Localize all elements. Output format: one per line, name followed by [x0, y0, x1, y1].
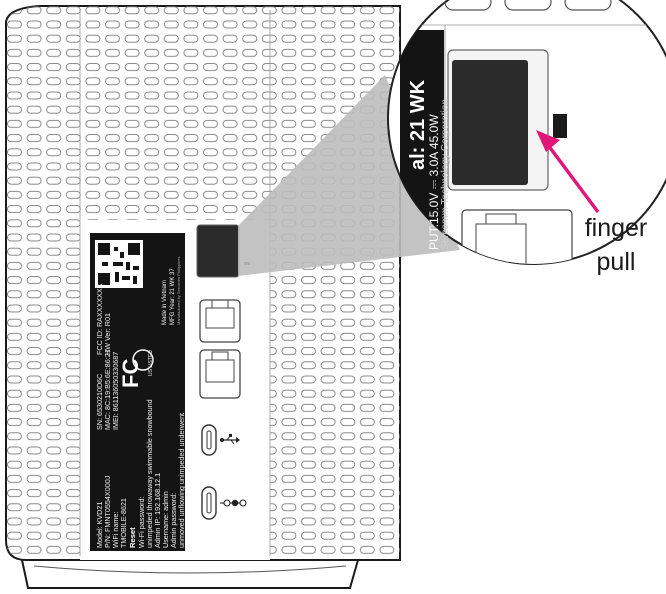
usb-icon	[220, 434, 240, 445]
ul-listed-text: US LISTED	[148, 350, 154, 376]
power-port[interactable]	[201, 486, 217, 520]
sim-slot[interactable]	[196, 224, 240, 278]
zoom-input-rating: PUT:15.0V ⎓ 3.0A 45.0W	[427, 114, 441, 250]
dc-power-icon	[220, 499, 247, 507]
qr-code	[95, 240, 143, 288]
label-manufacturer: Manufactured by Sercomm Philippines	[176, 256, 181, 325]
finger-pull-arrow	[536, 130, 600, 214]
label-reset: Reset	[128, 527, 137, 548]
ethernet-port-1[interactable]	[199, 299, 241, 343]
ul-listed-mark	[132, 349, 154, 371]
usb-port[interactable]	[201, 424, 217, 456]
zoom-circle	[387, 0, 666, 265]
label-wifi-name-value: TMOBILE-8621	[119, 498, 128, 548]
callout-finger: finger	[584, 214, 648, 242]
callout-pull: pull	[596, 248, 636, 276]
label-hw-ver: HW Ver: R01	[103, 313, 112, 355]
label-made-in: Made in Vietnam	[162, 280, 168, 325]
zoom-company: Sercomm Technology Corporation	[440, 98, 451, 250]
zoom-power-rating: al: 21 WK	[407, 79, 429, 170]
fcc-logo: FC	[118, 358, 143, 388]
label-admin-password-value: unmoved unflowing unimpeded underwent	[177, 412, 186, 548]
ethernet-port-2[interactable]	[199, 349, 241, 399]
